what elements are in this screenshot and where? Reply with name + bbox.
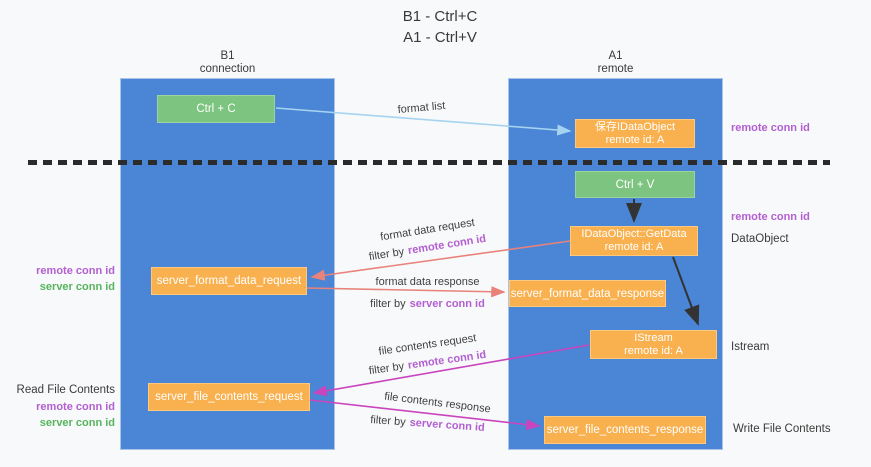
node-server-format-data-response-label: server_format_data_response: [510, 287, 665, 300]
server-conn-id-text: server conn id: [409, 298, 485, 310]
edge-label-format-data-response: format data response: [375, 276, 480, 288]
left-label-read-file-contents: Read File Contents: [16, 384, 115, 396]
left-label-remote-conn-id-2: remote conn id: [36, 401, 115, 413]
node-save-idataobject-line2: remote id: A: [605, 133, 665, 146]
node-idataobject-getdata: IDataObject::GetData remote id: A: [570, 226, 698, 256]
right-label-remote-conn-id-1: remote conn id: [731, 122, 810, 134]
right-column-name: A1: [608, 50, 623, 62]
node-save-idataobject-line1: 保存IDataObject: [594, 120, 676, 133]
filter-by-text: filter by: [368, 360, 405, 378]
right-label-dataobject: DataObject: [731, 233, 789, 245]
session-divider-dashed-line: [28, 160, 830, 165]
node-istream: IStream remote id: A: [590, 330, 717, 359]
node-server-file-contents-request-label: server_file_contents_request: [155, 391, 303, 403]
right-column-header: A1 remote: [508, 50, 723, 76]
diagram-title: B1 - Ctrl+C A1 - Ctrl+V: [330, 6, 550, 48]
node-ctrl-c-label: Ctrl + C: [196, 103, 236, 115]
remote-conn-id-text: remote conn id: [407, 348, 487, 372]
right-label-remote-conn-id-2: remote conn id: [731, 211, 810, 223]
left-column-header: B1 connection: [120, 50, 335, 76]
title-line-1: B1 - Ctrl+C: [402, 8, 478, 25]
edge-label-format-list: format list: [397, 99, 446, 117]
node-server-format-data-request-label: server_format_data_request: [156, 275, 302, 287]
right-label-write-file-contents: Write File Contents: [733, 423, 831, 435]
left-column-name: B1: [220, 50, 235, 62]
left-label-remote-conn-id-1: remote conn id: [36, 265, 115, 277]
filter-by-text: filter by: [370, 298, 406, 310]
node-server-file-contents-response-label: server_file_contents_response: [546, 424, 704, 436]
right-label-istream: Istream: [731, 341, 770, 353]
filter-by-text: filter by: [369, 414, 407, 429]
node-ctrl-v-label: Ctrl + V: [615, 178, 655, 191]
node-server-format-data-response: server_format_data_response: [509, 280, 666, 307]
server-conn-id-text: server conn id: [409, 416, 486, 434]
left-column-role: connection: [199, 63, 256, 75]
arrow-format-data-response: [306, 286, 506, 298]
node-server-file-contents-response: server_file_contents_response: [544, 416, 706, 444]
title-line-2: A1 - Ctrl+V: [403, 29, 477, 46]
node-server-format-data-request: server_format_data_request: [151, 267, 307, 295]
right-column-role: remote: [597, 63, 634, 75]
filter-by-text: filter by: [368, 245, 406, 264]
node-idataobject-getdata-line1: IDataObject::GetData: [581, 228, 687, 240]
node-idataobject-getdata-line2: remote id: A: [604, 241, 664, 253]
node-save-idataobject: 保存IDataObject remote id: A: [575, 119, 695, 148]
node-istream-line1: IStream: [634, 331, 673, 344]
node-ctrl-c: Ctrl + C: [157, 95, 275, 123]
left-label-server-conn-id-1: server conn id: [39, 281, 115, 293]
node-istream-line2: remote id: A: [624, 344, 683, 357]
node-ctrl-v: Ctrl + V: [575, 171, 695, 198]
node-server-file-contents-request: server_file_contents_request: [148, 383, 310, 411]
left-label-server-conn-id-2: server conn id: [39, 417, 115, 429]
